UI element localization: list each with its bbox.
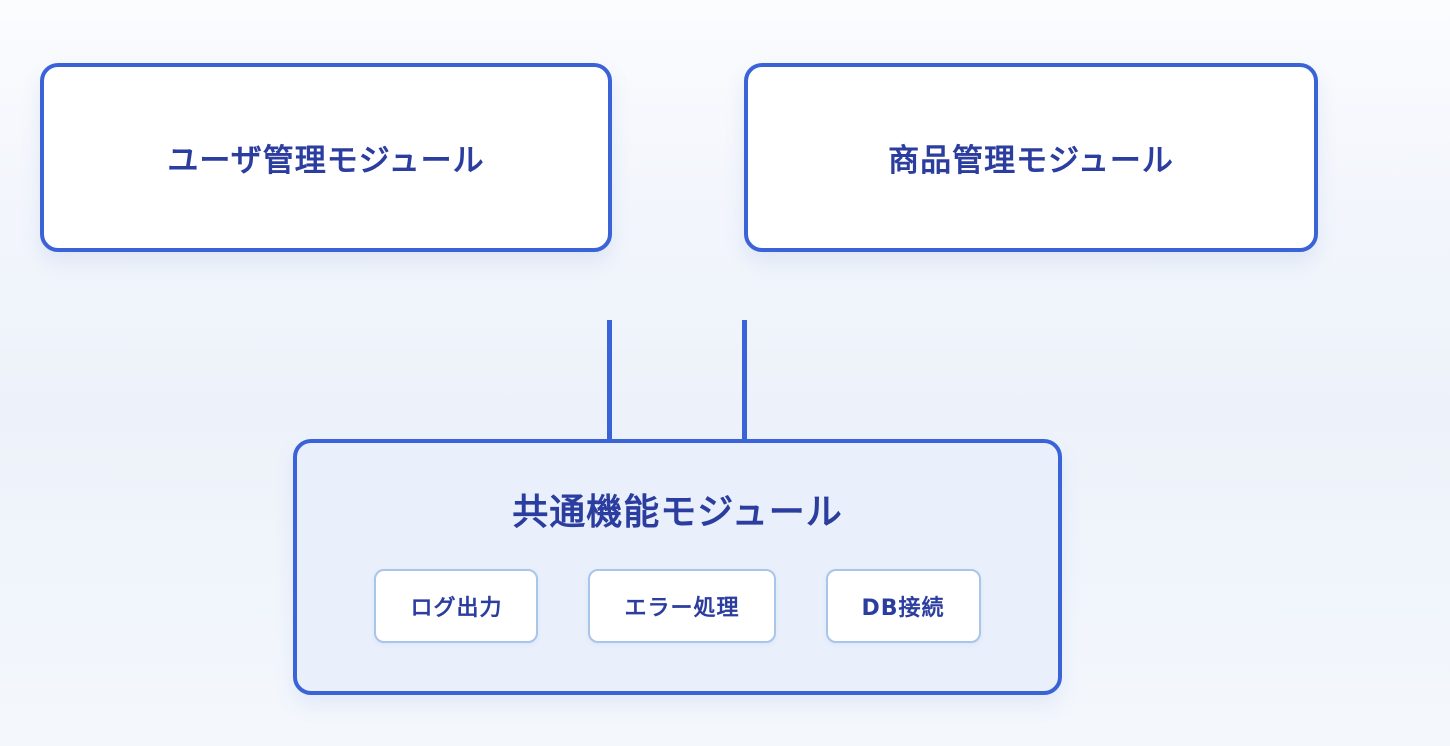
sub-node-label: エラー処理: [624, 596, 740, 621]
connector-line-right: [742, 320, 747, 444]
sub-node-label: DB接続: [861, 596, 945, 621]
node-log-output: ログ出力: [374, 569, 539, 643]
node-label: 商品管理モジュール: [888, 143, 1174, 179]
sub-node-label: ログ出力: [410, 596, 503, 621]
connector-line-left: [607, 320, 612, 444]
node-label: ユーザ管理モジュール: [167, 143, 485, 179]
common-functions-row: ログ出力 エラー処理 DB接続: [374, 569, 981, 643]
common-module-title: 共通機能モジュール: [512, 492, 843, 533]
node-common-functions-module: 共通機能モジュール ログ出力 エラー処理 DB接続: [293, 439, 1062, 695]
node-error-handling: エラー処理: [588, 569, 776, 643]
node-db-connection: DB接続: [825, 569, 981, 643]
node-user-management-module: ユーザ管理モジュール: [40, 63, 612, 252]
node-product-management-module: 商品管理モジュール: [744, 63, 1318, 252]
